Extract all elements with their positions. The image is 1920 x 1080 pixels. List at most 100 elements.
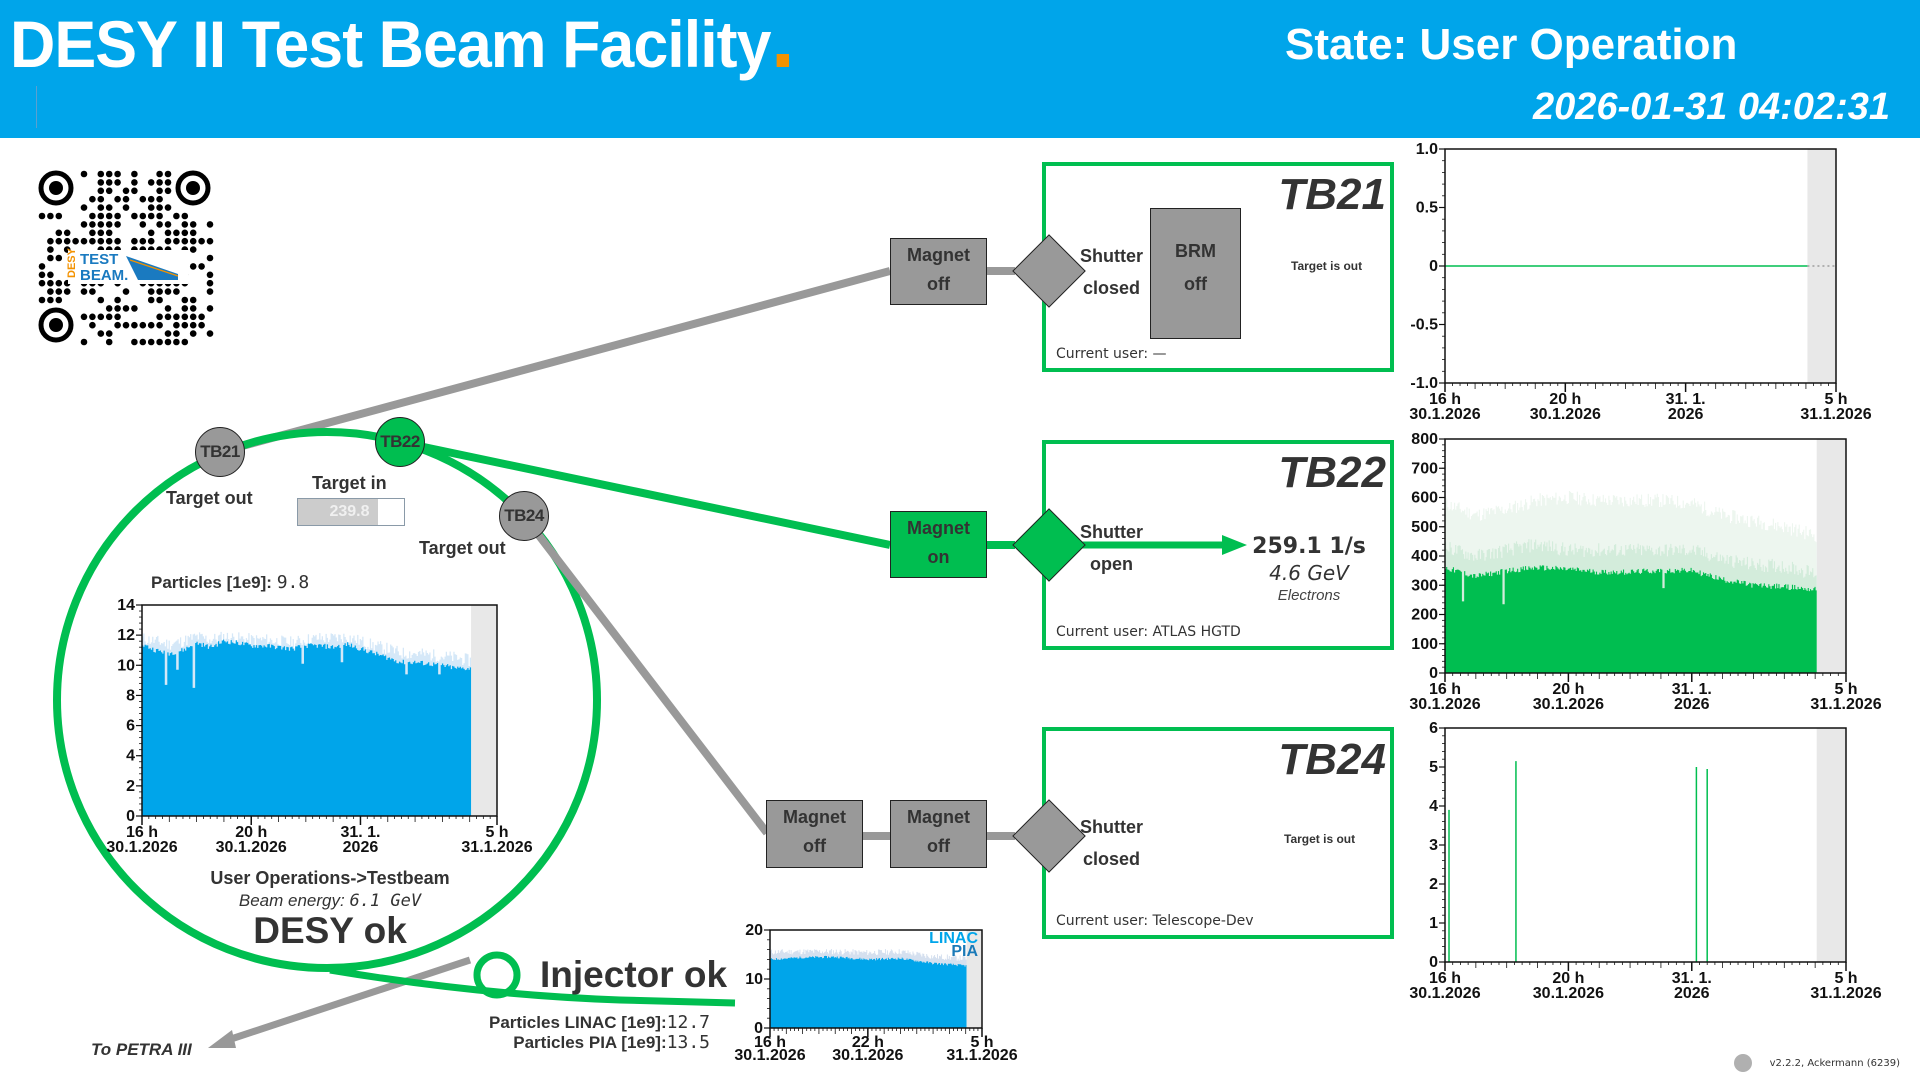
y-tick-label: 200: [1411, 607, 1438, 624]
qr-dot: [156, 221, 163, 228]
tb22-current-user-label: Current user:: [1056, 624, 1149, 640]
plot-frame: [1444, 727, 1847, 963]
qr-dot: [97, 237, 105, 245]
tb24-shutter-label: Shutter: [1080, 817, 1143, 837]
injector-status: Injector ok: [540, 954, 728, 995]
x-tick-sublabel: 30.1.2026: [106, 839, 177, 856]
node-tb24[interactable]: TB24: [499, 491, 549, 541]
qr-dot: [72, 237, 79, 245]
qr-logo-beam: BEAM.: [80, 267, 128, 284]
qr-finder-top-left: [38, 170, 74, 206]
qr-dot: [206, 288, 214, 295]
qr-dot: [147, 179, 155, 186]
qr-code[interactable]: DESY TEST BEAM.: [38, 170, 214, 346]
qr-dot: [164, 229, 172, 237]
qr-dot: [114, 212, 121, 220]
tb22-energy: 4.6 GeV: [1269, 561, 1349, 585]
qr-dot: [181, 338, 189, 346]
tb24-magnet-2[interactable]: Magnet off: [890, 800, 987, 868]
beam-energy-value: 6.1 GeV: [349, 891, 422, 911]
y-tick-label: 600: [1411, 490, 1438, 507]
x-tick-label: 16 h: [1429, 681, 1461, 698]
qr-dot: [80, 338, 88, 346]
qr-dot: [89, 212, 96, 220]
x-tick-sublabel: 31.1.2026: [1800, 406, 1871, 423]
qr-dot: [105, 204, 113, 211]
y-tick-label: 300: [1411, 577, 1438, 594]
petra-label: To PETRA III: [91, 1040, 192, 1059]
y-tick-label: 0: [1429, 954, 1438, 971]
qr-dot: [38, 263, 46, 270]
tb21-current-user-label: Current user:: [1056, 346, 1149, 362]
tb21-brm[interactable]: BRM off: [1150, 208, 1241, 339]
qr-dot: [189, 296, 197, 304]
qr-dot: [189, 229, 197, 237]
x-tick-label: 5 h: [1834, 681, 1857, 698]
qr-dot: [206, 271, 214, 279]
qr-dot: [105, 229, 113, 237]
tb21-target-label: Target out: [166, 488, 253, 508]
y-tick-label: 2: [1429, 876, 1438, 893]
qr-dot: [164, 313, 172, 321]
qr-dot: [97, 179, 105, 186]
tb22-magnet-label: Magnet: [907, 518, 970, 538]
page-title-text: DESY II Test Beam Facility: [10, 7, 771, 81]
y-tick-label: 500: [1411, 519, 1438, 536]
qr-dot: [189, 263, 197, 270]
qr-dot: [206, 330, 214, 337]
qr-dot: [173, 338, 180, 346]
qr-dot: [147, 212, 155, 220]
tb22-beam-arrow-head: [1222, 535, 1247, 555]
x-tick-label: 16 h: [754, 1034, 786, 1051]
qr-dot: [173, 321, 180, 329]
qr-dot: [89, 288, 96, 295]
qr-dot: [105, 179, 113, 186]
y-tick-label: 0: [126, 808, 135, 825]
qr-logo-swoosh: [126, 256, 178, 280]
tb22-magnet[interactable]: Magnet on: [890, 511, 987, 578]
tb24-beamline: [520, 513, 771, 836]
tb22-shutter-state: open: [1090, 554, 1133, 574]
tb21-brm-label: BRM: [1175, 241, 1216, 261]
x-tick-label: 5 h: [485, 824, 508, 841]
qr-dot: [139, 221, 147, 228]
qr-dot: [122, 305, 130, 312]
y-tick-label: 0: [1429, 665, 1438, 682]
node-tb22[interactable]: TB22: [375, 417, 425, 467]
qr-dot: [63, 237, 71, 245]
qr-dot: [131, 321, 138, 329]
qr-dot: [105, 237, 113, 245]
x-tick-label: 5 h: [1834, 970, 1857, 987]
linac-value: 12.7: [666, 1012, 710, 1033]
x-tick-label: 22 h: [852, 1034, 884, 1051]
node-tb21-label: TB21: [200, 442, 240, 461]
legend-pia: PIA: [951, 943, 978, 960]
desy-particles-readout: Particles [1e9]: 9.8: [151, 572, 309, 593]
qr-dot: [80, 313, 88, 321]
qr-finder-bottom-left: [38, 307, 74, 343]
qr-finder-top-right: [175, 170, 211, 206]
node-tb21[interactable]: TB21: [195, 427, 245, 477]
page-title: DESY II Test Beam Facility: [10, 6, 789, 82]
state-label: State:: [1285, 20, 1408, 69]
y-tick-label: 3: [1429, 837, 1438, 854]
qr-dot: [47, 288, 54, 295]
qr-dot: [181, 296, 189, 304]
x-tick-sublabel: 2026: [1668, 406, 1704, 423]
y-tick-label: 4: [1429, 798, 1438, 815]
tb24-magnet-2-label: Magnet: [907, 807, 970, 827]
qr-dot: [189, 237, 197, 245]
tb21-magnet[interactable]: Magnet off: [890, 238, 987, 305]
y-tick-label: 5: [1429, 759, 1438, 776]
x-tick-sublabel: 30.1.2026: [1409, 985, 1480, 1002]
qr-dot: [80, 237, 88, 245]
qr-dot: [97, 187, 105, 195]
x-tick-label: 31. 1.: [1672, 970, 1712, 987]
future-region: [1816, 728, 1846, 962]
tb24-magnet-1[interactable]: Magnet off: [766, 800, 863, 868]
qr-dot: [173, 212, 180, 220]
y-tick-label: 4: [126, 748, 135, 765]
qr-dot: [139, 338, 147, 346]
y-tick-label: 14: [117, 597, 135, 614]
qr-dot: [55, 237, 63, 245]
